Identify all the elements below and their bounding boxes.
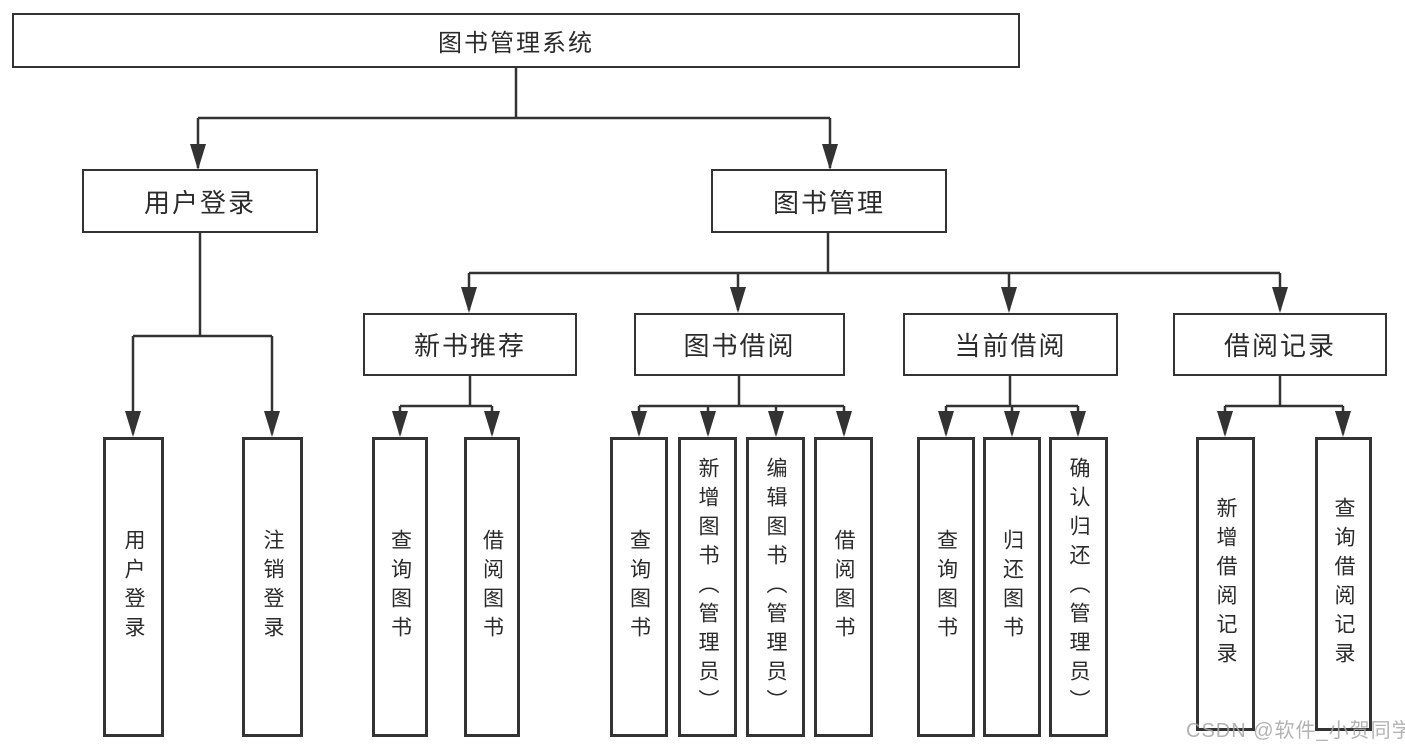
- leaf-query-borrow-record: 查询借阅记录: [1315, 437, 1372, 731]
- node-borrowing-records: 借阅记录: [1173, 313, 1387, 376]
- leaf-add-borrow-record: 新增借阅记录: [1196, 437, 1255, 731]
- leaf-user-login: 用户登录: [103, 437, 164, 737]
- watermark: CSDN @软件_小贺同学: [1186, 720, 1405, 742]
- leaf-logout: 注销登录: [242, 437, 303, 737]
- node-user-login: 用户登录: [82, 169, 318, 233]
- leaf-borrow-books-recommend: 借阅图书: [464, 437, 520, 737]
- leaf-return-book: 归还图书: [983, 437, 1041, 737]
- node-book-borrowing: 图书借阅: [634, 313, 845, 376]
- leaf-query-books-current: 查询图书: [917, 437, 975, 737]
- leaf-add-book-admin: 新增图书（管理员）: [678, 437, 737, 737]
- arrowhead-icons: [125, 144, 1351, 437]
- node-book-management: 图书管理: [711, 169, 947, 233]
- leaf-borrow-books-borrowing: 借阅图书: [814, 437, 873, 737]
- leaf-edit-book-admin: 编辑图书（管理员）: [746, 437, 805, 737]
- node-new-book-recommendation: 新书推荐: [363, 313, 577, 376]
- leaf-query-books-borrowing: 查询图书: [610, 437, 668, 737]
- leaf-query-books-recommend: 查询图书: [372, 437, 428, 737]
- node-library-management-system: 图书管理系统: [12, 13, 1020, 68]
- leaf-confirm-return-admin: 确认归还（管理员）: [1049, 437, 1108, 737]
- node-current-borrowing: 当前借阅: [903, 313, 1118, 376]
